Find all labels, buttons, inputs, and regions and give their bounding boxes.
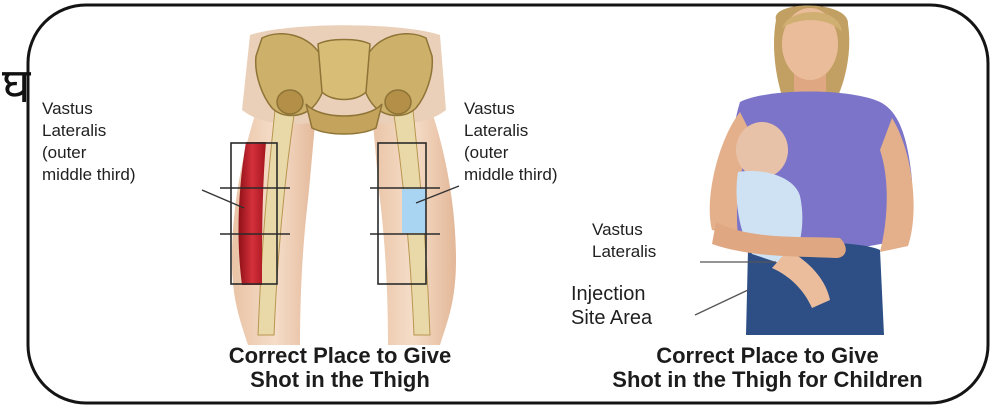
caption-adult: Correct Place to Give Shot in the Thigh xyxy=(150,344,530,392)
injection-zone-blue xyxy=(402,189,426,233)
caption-children: Correct Place to Give Shot in the Thigh … xyxy=(555,344,980,392)
label-vastus-right: Vastus Lateralis (outer middle third) xyxy=(464,98,558,186)
label-vastus-left: Vastus Lateralis (outer middle third) xyxy=(42,98,136,186)
stray-devanagari-glyph: घ xyxy=(2,62,30,110)
label-vastus-child: Vastus Lateralis xyxy=(592,219,656,263)
label-injection-site: Injection Site Area xyxy=(571,282,652,330)
baby-head xyxy=(736,122,788,178)
